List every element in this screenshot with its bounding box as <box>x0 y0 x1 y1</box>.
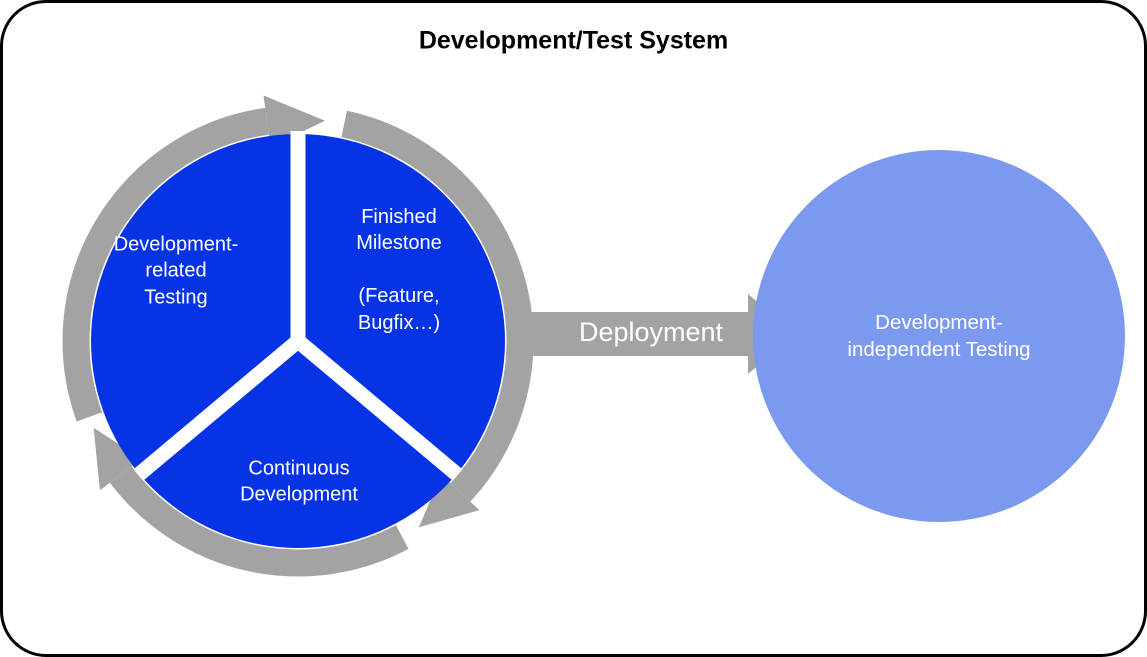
cycle-dividers <box>134 131 462 480</box>
cycle-arrowhead-lower-left-icon <box>93 427 142 491</box>
cycle-arrowhead-top-icon <box>263 95 326 147</box>
independent-testing-circle <box>753 150 1125 522</box>
cycle-arc-bottom <box>109 466 409 577</box>
cycle-arc-left <box>62 107 269 422</box>
segment-label-development-related-testing: Development- related Testing <box>113 233 239 309</box>
diagram-title: Development/Test System <box>418 26 729 55</box>
segment-label-continuous-development: Continuous Development <box>240 457 358 506</box>
cycle-divider-lower-left <box>134 335 303 480</box>
deployment-label: Deployment <box>578 317 724 348</box>
independent-testing-label: Development- independent Testing <box>847 310 1031 361</box>
cycle-arc-right <box>341 110 534 502</box>
cycle-divider-lower-right <box>293 335 462 480</box>
cycle-arrowhead-lower-right-icon <box>418 474 480 528</box>
segment-label-finished-milestone: Finished Milestone (Feature, Bugfix…) <box>356 206 442 334</box>
deployment-arrow-body <box>531 312 749 356</box>
diagram-graphics <box>62 95 1125 577</box>
